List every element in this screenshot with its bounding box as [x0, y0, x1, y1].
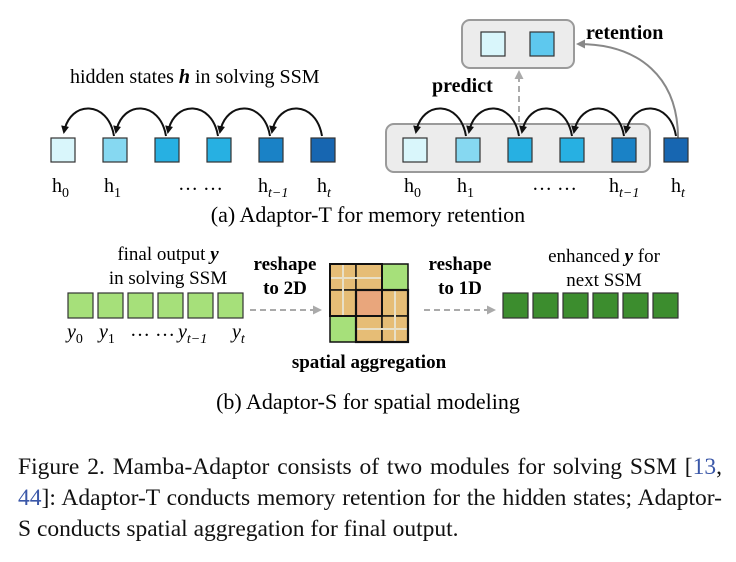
citation-13[interactable]: 13	[692, 454, 717, 480]
label-r-ht1: ht−1	[609, 175, 639, 201]
state-square-ht	[310, 137, 336, 163]
final-output-label-line1: final output y	[117, 244, 219, 265]
state-square-h2	[154, 137, 180, 163]
label-ht: ht	[317, 175, 332, 201]
enhanced-label-line1: enhanced y for	[548, 246, 660, 267]
retention-square-1	[480, 31, 506, 57]
y-square-0	[67, 292, 94, 319]
enh-square-3	[592, 292, 619, 319]
retention-arrow	[576, 39, 679, 139]
hidden-state-arrows-left	[61, 107, 323, 137]
state-labels-right: h0 h1 … … ht−1 ht	[404, 173, 686, 201]
predict-label: predict	[432, 75, 493, 97]
y-labels: y0 y1 … … yt−1 yt	[65, 319, 246, 347]
y-square-5	[217, 292, 244, 319]
citation-44[interactable]: 44	[18, 485, 42, 511]
retention-label: retention	[586, 22, 663, 44]
state-square-r-ht	[663, 137, 689, 163]
y-square-3	[157, 292, 184, 319]
label-yt1: yt−1	[176, 321, 207, 347]
retention-box	[461, 19, 575, 69]
label-r-h0: h0	[404, 175, 421, 201]
output-squares-right	[502, 292, 679, 319]
state-square-r-h0	[402, 137, 428, 163]
label-r-ht: ht	[671, 175, 686, 201]
enh-square-5	[652, 292, 679, 319]
enhanced-label-line2: next SSM	[566, 270, 642, 291]
state-square-r-h1	[455, 137, 481, 163]
y-square-4	[187, 292, 214, 319]
reshape-1d-line2: to 1D	[438, 278, 482, 299]
spatial-aggregation-label: spatial aggregation	[292, 352, 447, 373]
reshape-2d-line1: reshape	[254, 254, 317, 275]
reshape-1d-line1: reshape	[429, 254, 492, 275]
label-r-h1: h1	[457, 175, 474, 201]
hidden-state-squares-right	[402, 137, 689, 163]
label-yt: yt	[230, 321, 246, 347]
figure-diagram: hidden states h in solving SSM h0 h1 … ……	[50, 19, 689, 414]
hidden-state-arrows-right	[413, 107, 677, 137]
state-square-h3	[206, 137, 232, 163]
label-dots: … …	[178, 173, 223, 195]
output-squares-left	[67, 292, 244, 319]
enh-square-4	[622, 292, 649, 319]
panel-b-title: (b) Adaptor-S for spatial modeling	[216, 389, 520, 414]
state-square-ht1	[258, 137, 284, 163]
enh-square-2	[562, 292, 589, 319]
reshape-2d-line2: to 2D	[263, 278, 307, 299]
label-r-dots: … …	[532, 173, 577, 195]
label-y1: y1	[97, 321, 115, 347]
label-h1: h1	[104, 175, 121, 201]
hidden-state-squares-left	[50, 137, 336, 163]
panel-a-title: (a) Adaptor-T for memory retention	[211, 202, 525, 227]
hidden-states-label: hidden states h in solving SSM	[70, 66, 320, 88]
label-h0: h0	[52, 175, 69, 201]
label-y-dots: … …	[130, 319, 175, 341]
enh-square-0	[502, 292, 529, 319]
state-square-h1	[102, 137, 128, 163]
state-square-r-h2	[507, 137, 533, 163]
figure-caption: Figure 2. Mamba-Adaptor consists of two …	[18, 454, 722, 542]
spatial-grid	[329, 263, 410, 344]
enh-square-1	[532, 292, 559, 319]
y-square-2	[127, 292, 154, 319]
state-square-r-ht1	[611, 137, 637, 163]
label-y0: y0	[65, 321, 83, 347]
retention-square-2	[529, 31, 555, 57]
state-square-r-h3	[559, 137, 585, 163]
label-ht1: ht−1	[258, 175, 288, 201]
final-output-label-line2: in solving SSM	[109, 268, 227, 289]
y-square-1	[97, 292, 124, 319]
state-square-h0	[50, 137, 76, 163]
state-labels-left: h0 h1 … … ht−1 ht	[52, 173, 332, 201]
